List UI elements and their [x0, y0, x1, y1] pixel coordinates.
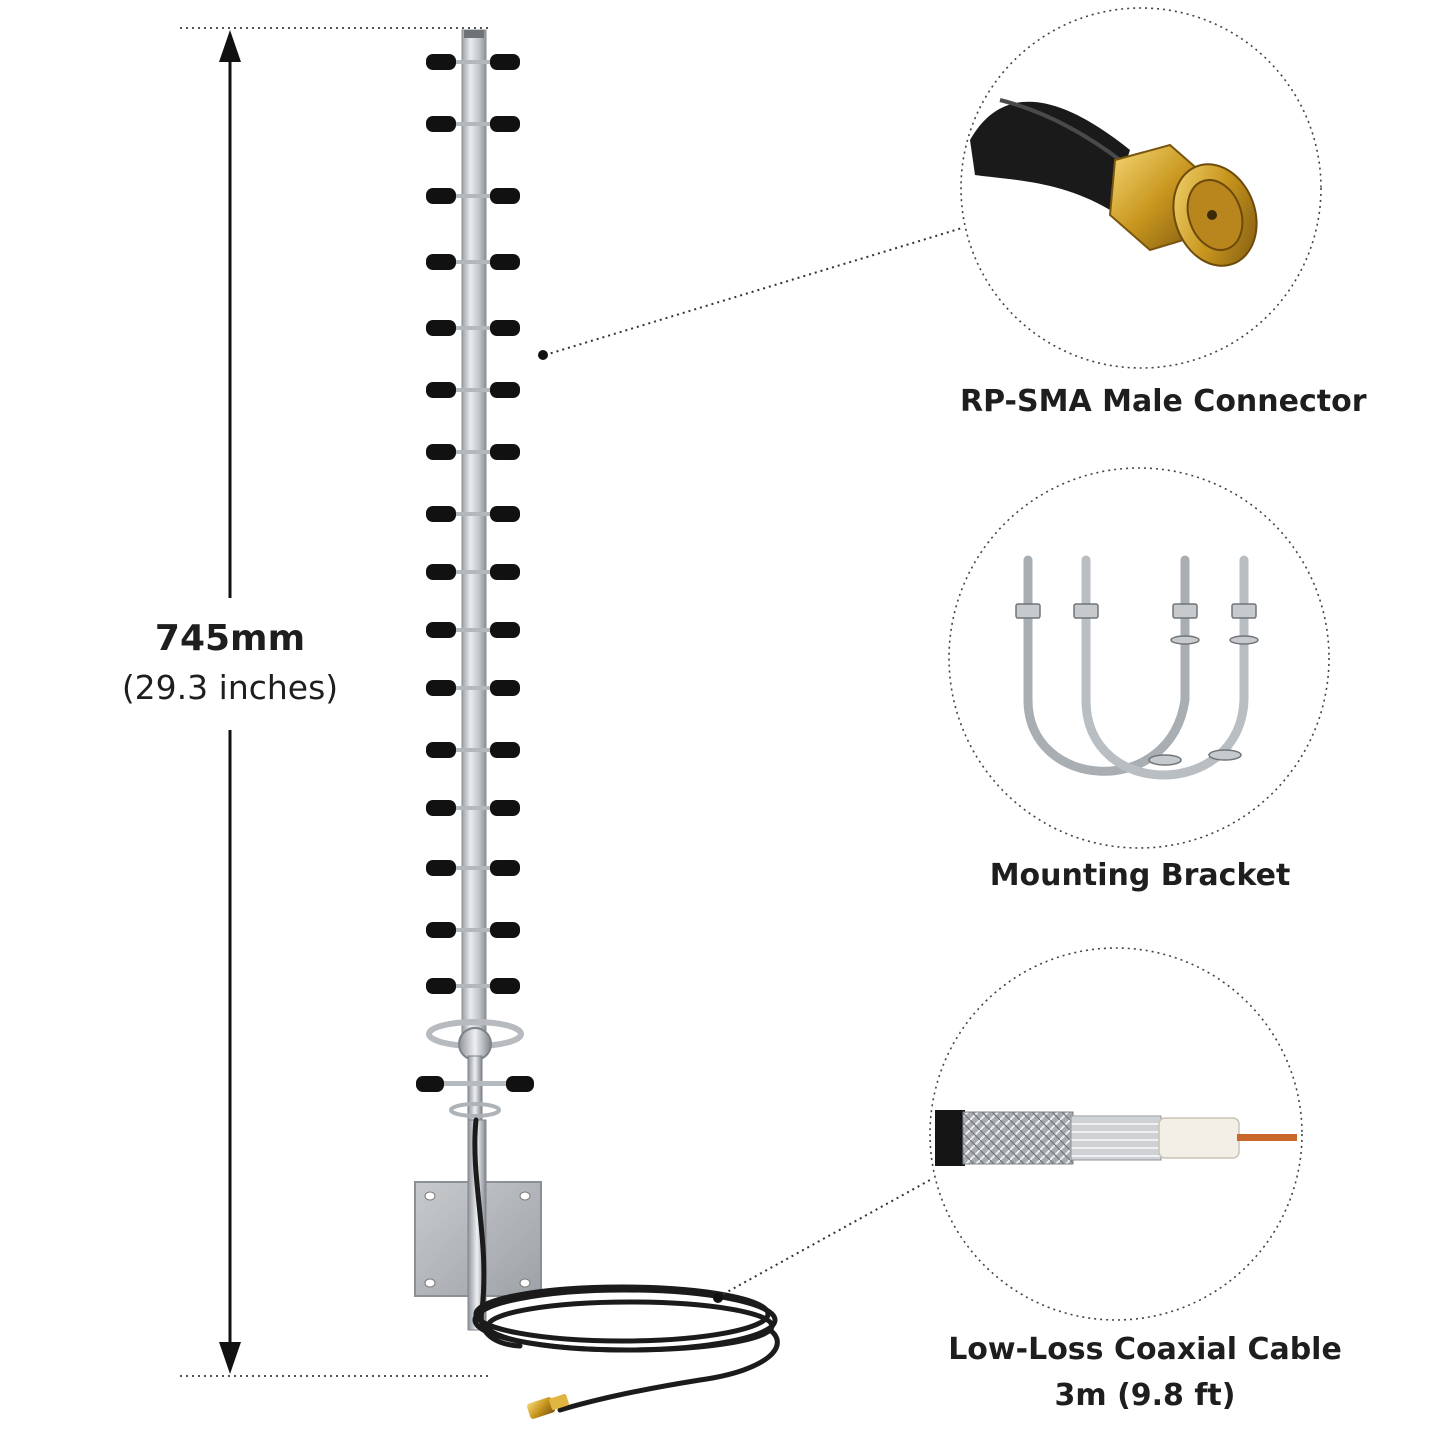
element-rod — [446, 60, 502, 64]
connector-cable — [970, 101, 1130, 210]
antenna-elements — [426, 54, 520, 994]
element-rod — [446, 512, 502, 516]
callout-bracket — [948, 467, 1330, 849]
element-rod — [446, 984, 502, 988]
cable-foil — [1070, 1115, 1162, 1161]
element-cap — [490, 116, 520, 132]
callout-cable — [713, 947, 1303, 1321]
element-cap — [490, 978, 520, 994]
cable-end-connector — [526, 1394, 569, 1419]
element-rod — [446, 806, 502, 810]
element-cap — [426, 254, 456, 270]
dimension-height-mm: 745mm — [154, 618, 306, 659]
element-cap — [426, 444, 456, 460]
callout-leader — [717, 1179, 931, 1298]
arrow-up-icon — [219, 30, 241, 62]
cable-dielectric — [1158, 1117, 1240, 1159]
element-cap — [416, 1076, 444, 1092]
element-rod — [446, 686, 502, 690]
element-rod — [446, 866, 502, 870]
clamp-bolt — [458, 1027, 492, 1061]
u-bolt-brackets — [1023, 555, 1249, 780]
element-rod — [446, 570, 502, 574]
element-rod — [446, 628, 502, 632]
element-cap — [426, 860, 456, 876]
element-rod — [446, 748, 502, 752]
element-cap — [490, 622, 520, 638]
cable-jacket — [935, 1110, 965, 1166]
element-cap — [426, 54, 456, 70]
element-cap — [426, 680, 456, 696]
plate-hole — [424, 1278, 436, 1288]
element-cap — [426, 116, 456, 132]
arrow-down-icon — [219, 1342, 241, 1374]
element-cap — [506, 1076, 534, 1092]
element-cap — [490, 800, 520, 816]
element-cap — [426, 622, 456, 638]
callout-leader — [544, 227, 963, 356]
element-cap — [426, 564, 456, 580]
bracket-caption: Mounting Bracket — [989, 858, 1291, 893]
coaxial-cable — [472, 1117, 780, 1413]
plate-hole — [424, 1191, 436, 1201]
callout-circle — [948, 467, 1330, 849]
element-cap — [490, 320, 520, 336]
cable-copper-core — [1237, 1134, 1297, 1141]
element-cap — [426, 188, 456, 204]
element-cap — [490, 444, 520, 460]
element-cap — [490, 254, 520, 270]
callout-connector — [538, 7, 1322, 369]
connector-caption: RP-SMA Male Connector — [960, 384, 1367, 419]
element-cap — [426, 382, 456, 398]
element-rod — [446, 388, 502, 392]
antenna-boom — [461, 29, 487, 1041]
element-cap — [426, 320, 456, 336]
callout-dot — [538, 350, 548, 360]
cable-length-caption: 3m (9.8 ft) — [1054, 1378, 1236, 1413]
element-cap — [490, 742, 520, 758]
element-rod — [446, 122, 502, 126]
element-cap — [490, 188, 520, 204]
yagi-antenna — [416, 29, 534, 1127]
plate-hole — [519, 1278, 531, 1288]
element-cap — [426, 800, 456, 816]
callout-circle — [929, 947, 1303, 1321]
element-rod — [446, 450, 502, 454]
dimension-indicator — [180, 27, 492, 1377]
element-rod — [446, 260, 502, 264]
element-cap — [426, 742, 456, 758]
element-cap — [490, 922, 520, 938]
element-cap — [490, 680, 520, 696]
element-cap — [490, 506, 520, 522]
dimension-height-inches: (29.3 inches) — [121, 668, 339, 707]
element-rod — [446, 326, 502, 330]
element-cap — [490, 382, 520, 398]
plate-hole — [519, 1191, 531, 1201]
element-rod — [446, 928, 502, 932]
element-cap — [426, 922, 456, 938]
element-cap — [426, 978, 456, 994]
element-cap — [490, 860, 520, 876]
cable-caption: Low-Loss Coaxial Cable — [948, 1332, 1342, 1367]
cable-braid — [962, 1111, 1074, 1165]
element-cap — [490, 564, 520, 580]
callout-circle — [960, 7, 1322, 369]
callout-dot — [713, 1293, 723, 1303]
element-cap — [490, 54, 520, 70]
element-rod — [446, 194, 502, 198]
element-cap — [426, 506, 456, 522]
